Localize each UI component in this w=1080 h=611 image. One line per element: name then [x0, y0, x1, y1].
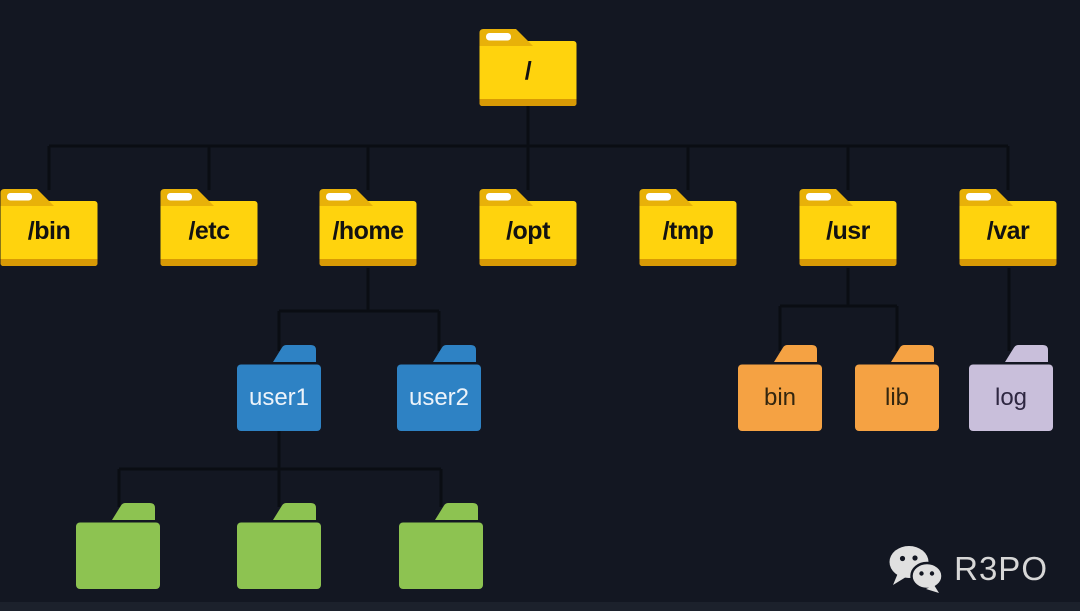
- folder-usr-bin: bin: [738, 345, 822, 431]
- folder-label: /home: [332, 217, 404, 245]
- folder-icon: [959, 189, 1057, 266]
- folder-icon: [639, 189, 737, 266]
- folder-user1-child-2: [237, 503, 321, 589]
- folder-icon: [0, 189, 98, 266]
- folder-var: /var: [958, 187, 1058, 268]
- folder-label: user1: [248, 384, 310, 411]
- folder-label: /opt: [506, 217, 550, 245]
- folder-label: bin: [763, 384, 797, 411]
- folder-label: /: [524, 57, 532, 85]
- folder-icon: [237, 345, 321, 431]
- folder-icon: [799, 189, 897, 266]
- folder-icon: [319, 189, 417, 266]
- folder-var-log: log: [969, 345, 1053, 431]
- folder-label: /usr: [826, 217, 870, 245]
- folder-label: /bin: [27, 217, 71, 245]
- folder-icon: [397, 345, 481, 431]
- folder-opt: /opt: [478, 187, 578, 268]
- folder-icon: [160, 189, 258, 266]
- folder-label: user2: [408, 384, 470, 411]
- folder-tmp: /tmp: [638, 187, 738, 268]
- folder-icon: [738, 345, 822, 431]
- folder-user1-child-1: [76, 503, 160, 589]
- folder-icon: [855, 345, 939, 431]
- folder-usr: /usr: [798, 187, 898, 268]
- folder-icon: [76, 503, 160, 589]
- folder-label: /var: [986, 217, 1030, 245]
- folder-user1-child-3: [399, 503, 483, 589]
- folder-label: log: [994, 384, 1028, 411]
- folder-user2: user2: [397, 345, 481, 431]
- folder-label: /tmp: [662, 217, 714, 245]
- folder-label: /etc: [188, 217, 230, 245]
- folder-icon: [479, 189, 577, 266]
- folder-icon: [479, 29, 577, 106]
- folder-label: lib: [884, 384, 909, 411]
- folder-home: /home: [318, 187, 418, 268]
- folder-etc: /etc: [159, 187, 259, 268]
- folder-icon: [237, 503, 321, 589]
- watermark-text: R3PO: [954, 550, 1048, 587]
- folder-bin: /bin: [0, 187, 99, 268]
- folder-icon: [969, 345, 1053, 431]
- watermark: R3PO: [888, 545, 1048, 593]
- folder-icon: [399, 503, 483, 589]
- wechat-icon: [889, 546, 944, 593]
- folder-user1: user1: [237, 345, 321, 431]
- folder-usr-lib: lib: [855, 345, 939, 431]
- folder-root: /: [478, 27, 578, 108]
